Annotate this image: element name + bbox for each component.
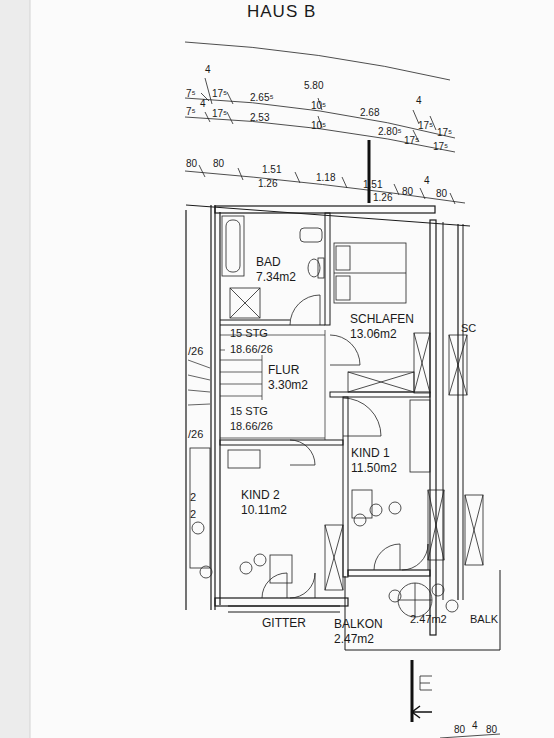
dimension: 2.53 bbox=[250, 112, 269, 124]
dimension: 4 bbox=[472, 720, 478, 732]
room-area: 13.06m2 bbox=[350, 327, 414, 342]
room: SCHLAFEN13.06m2 bbox=[350, 312, 414, 342]
room-name: BALKON bbox=[334, 617, 383, 632]
dimension: 17⁵ bbox=[404, 135, 419, 147]
dimension: 1.26 bbox=[258, 178, 277, 190]
room-area: 2.47m2 bbox=[410, 613, 447, 625]
dimension: 17⁵ bbox=[212, 108, 227, 120]
fold-line bbox=[30, 0, 31, 738]
note: GITTER bbox=[262, 617, 306, 629]
dimension: 17⁵ bbox=[437, 127, 452, 139]
dimension: 5.80 bbox=[304, 80, 323, 92]
room-name: BAD bbox=[256, 255, 296, 270]
section-mark bbox=[368, 140, 371, 203]
room-area: 7.34m2 bbox=[256, 270, 296, 285]
stair-ratio: 18.66/26 bbox=[230, 343, 273, 355]
room: FLUR3.30m2 bbox=[268, 363, 308, 393]
dimension: 1.51 bbox=[262, 164, 281, 176]
fixtures bbox=[190, 216, 483, 617]
dimension: 80 bbox=[436, 188, 447, 200]
room: BALKON2.47m2 bbox=[334, 617, 383, 647]
stairs bbox=[188, 330, 325, 440]
room-name: BALK bbox=[470, 613, 498, 625]
room-area: 11.50m2 bbox=[351, 461, 397, 476]
room: KIND 210.11m2 bbox=[241, 488, 287, 518]
room-name: KIND 2 bbox=[241, 488, 287, 503]
dimension: 80 bbox=[486, 724, 497, 736]
room-area: 3.30m2 bbox=[268, 378, 308, 393]
room-name: SCHLAFEN bbox=[350, 312, 414, 327]
section-letter bbox=[420, 676, 432, 690]
dimension: 2.68 bbox=[360, 107, 379, 119]
dimension: 4 bbox=[424, 175, 430, 187]
stair-count: 15 STG bbox=[230, 327, 268, 339]
paper bbox=[30, 0, 554, 738]
dimension: 7⁵ bbox=[186, 106, 196, 118]
page-fold bbox=[0, 0, 30, 738]
dimension: /26 bbox=[188, 345, 203, 357]
room-area: 2.47m2 bbox=[334, 632, 383, 647]
dimension: 1.26 bbox=[373, 192, 392, 204]
dimension: 17⁵ bbox=[418, 120, 433, 132]
stair-ratio: 18.66/26 bbox=[230, 420, 273, 432]
room-name: FLUR bbox=[268, 363, 308, 378]
dimension: 4 bbox=[205, 64, 211, 76]
title: HAUS B bbox=[247, 2, 316, 22]
room-name: SC bbox=[461, 322, 476, 334]
walls bbox=[186, 205, 500, 650]
dimension: 10⁵ bbox=[311, 120, 326, 132]
stair-count: 15 STG bbox=[230, 405, 268, 417]
dimension: 80 bbox=[186, 158, 197, 170]
dimension: 2.80⁵ bbox=[378, 126, 402, 138]
section-arrow bbox=[412, 706, 432, 718]
room: KIND 111.50m2 bbox=[351, 446, 397, 476]
dimension: 1.51 bbox=[363, 179, 382, 191]
dimension: 10⁵ bbox=[311, 100, 326, 112]
dimension: 1.18 bbox=[316, 172, 335, 184]
dimension: 80 bbox=[454, 724, 465, 736]
dimension: 4 bbox=[200, 98, 206, 110]
dimension: 80 bbox=[402, 186, 413, 198]
dimension-lines bbox=[185, 42, 465, 204]
dimension: 7⁵ bbox=[186, 88, 196, 100]
dimension: 2 bbox=[190, 508, 196, 520]
dimension: 80 bbox=[213, 158, 224, 170]
dimension: 17⁵ bbox=[212, 88, 227, 100]
dimension: 17⁵ bbox=[433, 141, 448, 153]
room-area: 10.11m2 bbox=[241, 503, 287, 518]
dimension: 2.65⁵ bbox=[250, 92, 274, 104]
dimension: 2 bbox=[190, 491, 196, 503]
room-name: KIND 1 bbox=[351, 446, 397, 461]
dimension: /26 bbox=[188, 428, 203, 440]
dimension: 4 bbox=[416, 95, 422, 107]
room: BAD7.34m2 bbox=[256, 255, 296, 285]
